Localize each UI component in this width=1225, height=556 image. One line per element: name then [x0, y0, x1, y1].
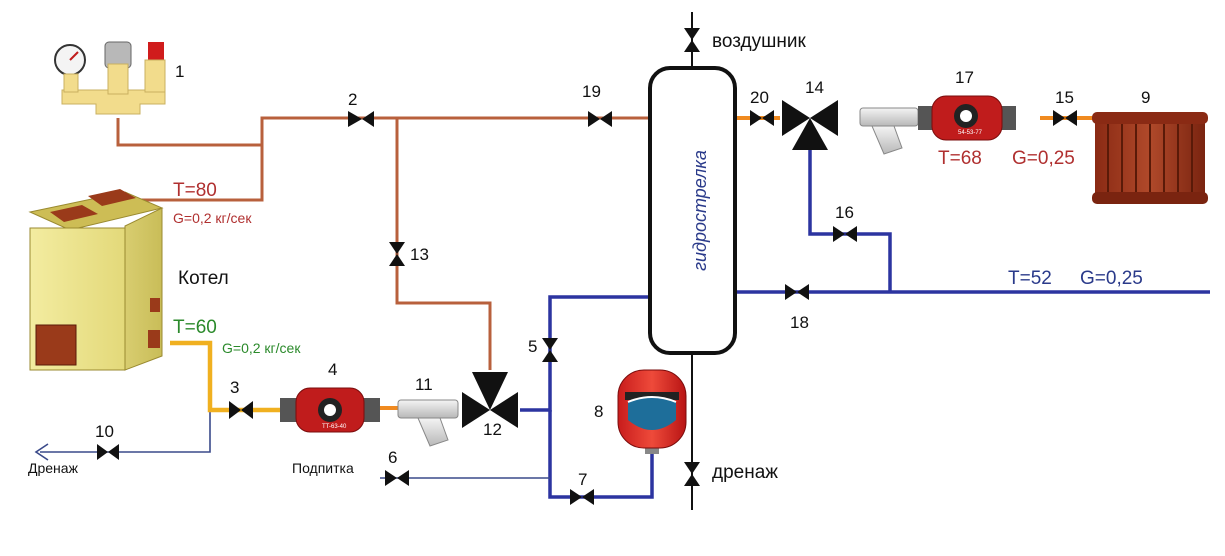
valve-19[interactable] — [588, 111, 612, 127]
safety-group — [54, 41, 166, 115]
label-8: 8 — [594, 402, 604, 421]
boiler-label: Котел — [178, 268, 229, 289]
circuit-flow-bottom: G=0,25 — [1080, 268, 1143, 289]
boiler — [28, 189, 164, 371]
circuit-flow-top: G=0,25 — [1012, 148, 1075, 169]
valve-5[interactable] — [542, 338, 558, 362]
valve-13[interactable] — [389, 242, 405, 266]
three-way-valve-14[interactable] — [782, 100, 838, 150]
valve-10[interactable] — [97, 444, 119, 460]
label-20: 20 — [750, 88, 769, 107]
label-10: 10 — [95, 422, 114, 441]
pump-17-model: 54-53-77 — [958, 130, 983, 136]
pump-17[interactable]: 54-53-77 — [918, 95, 1016, 141]
valve-18[interactable] — [785, 284, 809, 300]
drain-right-label: дренаж — [712, 462, 778, 483]
valve-3[interactable] — [229, 401, 253, 419]
valve-6[interactable] — [385, 470, 409, 486]
return-temp: T=60 — [173, 317, 217, 338]
label-4: 4 — [328, 360, 338, 379]
hydraulic-separator — [648, 66, 737, 355]
label-6: 6 — [388, 448, 398, 467]
hydraulic-separator-text: гидрострелка — [689, 149, 710, 271]
air-vent-label: воздушник — [712, 31, 806, 52]
label-19: 19 — [582, 82, 601, 101]
pump-4-model: TT-63-40 — [322, 424, 347, 430]
valve-20[interactable] — [750, 110, 774, 126]
label-13: 13 — [410, 245, 429, 264]
circuit-temp-top: T=68 — [938, 148, 982, 169]
valve-7[interactable] — [570, 489, 594, 505]
valve-drain[interactable] — [684, 462, 700, 486]
label-17: 17 — [955, 68, 974, 87]
label-3: 3 — [230, 378, 240, 397]
drain-arrow — [34, 443, 49, 461]
label-18: 18 — [790, 313, 809, 332]
label-16: 16 — [835, 203, 854, 222]
pump-4[interactable]: TT-63-40 — [280, 387, 380, 433]
valve-air-vent[interactable] — [684, 28, 700, 52]
label-2: 2 — [348, 90, 358, 109]
valve-2[interactable] — [348, 111, 374, 127]
radiator — [1092, 112, 1208, 204]
hot-pipes — [116, 116, 655, 370]
makeup-label: Подпитка — [292, 460, 354, 476]
label-11: 11 — [415, 375, 433, 394]
label-5: 5 — [528, 337, 538, 356]
three-way-valve-12[interactable] — [462, 372, 518, 428]
label-7: 7 — [578, 470, 588, 489]
hydraulic-separator-label: гидрострелка — [660, 135, 740, 285]
drain-left-label: Дренаж — [28, 460, 78, 476]
label-14: 14 — [805, 78, 824, 97]
supply-flow: G=0,2 кг/сек — [173, 210, 252, 226]
label-1: 1 — [175, 62, 185, 81]
label-15: 15 — [1055, 88, 1074, 107]
filter-11 — [397, 399, 459, 447]
label-9: 9 — [1141, 88, 1151, 107]
filter-14 — [859, 107, 919, 155]
expansion-tank — [617, 369, 687, 454]
valve-15[interactable] — [1053, 110, 1077, 126]
supply-temp: T=80 — [173, 180, 217, 201]
valve-16[interactable] — [833, 226, 857, 242]
return-flow: G=0,2 кг/сек — [222, 340, 301, 356]
label-12: 12 — [483, 420, 502, 439]
circuit-temp-bottom: T=52 — [1008, 268, 1052, 289]
valves — [97, 28, 1077, 505]
